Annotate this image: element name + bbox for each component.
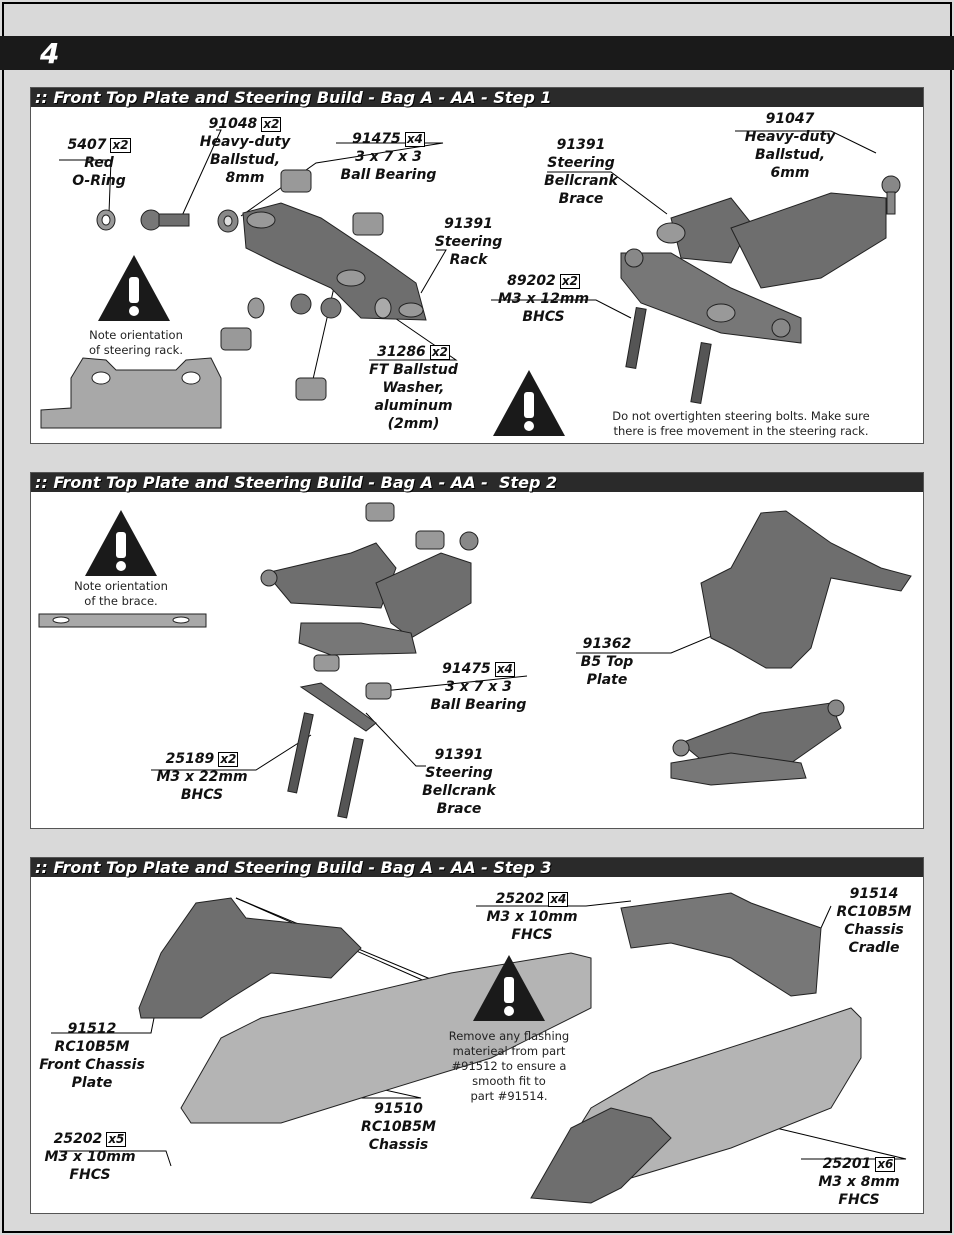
part-callout-91510: 91510 RC10B5M Chassis [361,1101,436,1153]
part-callout-91391-rack: 91391 Steering Rack [434,216,503,268]
warning-triangle-icon [493,370,565,436]
part-callout-91514: 91514 RC10B5M Chassis Cradle [836,886,912,956]
note-overtighten: Do not overtighten steering bolts. Make … [612,409,870,438]
warning-triangle-icon [473,955,545,1021]
step-2-panel: :: Front Top Plate and Steering Build - … [30,472,924,829]
step-2-title: :: Front Top Plate and Steering Build - … [31,473,923,492]
part-callout-91391-brace: 91391 Steering Bellcrank Brace [422,747,496,817]
part-callout-91047: 91047 Heavy-duty Ballstud, 6mm [744,111,836,181]
step-2-illustration [38,502,912,819]
note-remove-flashing: Remove any flashing materieal from part … [448,1029,570,1103]
part-callout-91391-brace: 91391 Steering Bellcrank Brace [544,137,618,207]
page-number: 4 [40,37,60,70]
step-1-panel: :: Front Top Plate and Steering Build - … [30,87,924,444]
step-3-title: :: Front Top Plate and Steering Build - … [31,858,923,877]
note-brace-orientation: Note orientation of the brace. [74,579,168,608]
note-rack-orientation: Note orientation of steering rack. [89,328,183,357]
step-1-illustration [40,129,901,429]
page-header: 4 [0,36,954,70]
part-callout-91362: 91362 B5 Top Plate [580,636,634,688]
warning-triangle-icon [98,255,170,321]
part-callout-91512: 91512 RC10B5M Front Chassis Plate [39,1021,145,1091]
warning-triangle-icon [85,510,157,576]
step-3-panel: :: Front Top Plate and Steering Build - … [30,857,924,1214]
step-1-title: :: Front Top Plate and Steering Build - … [31,88,923,107]
